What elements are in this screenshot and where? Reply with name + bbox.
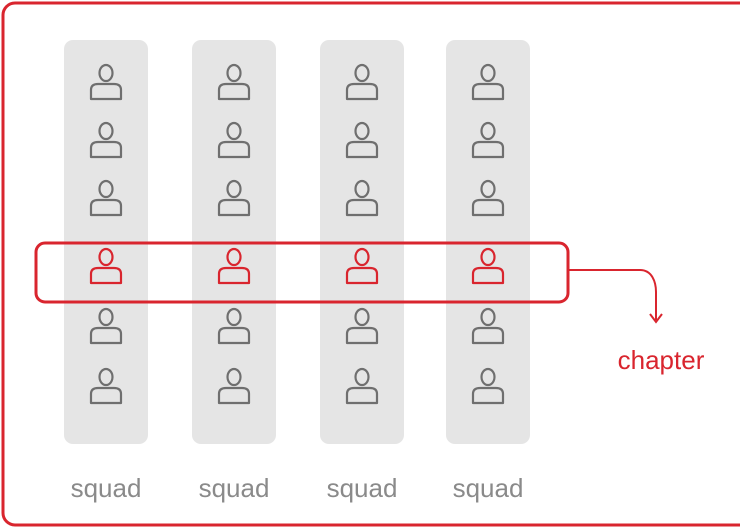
chapter-member-icon	[345, 247, 379, 285]
squad-label: squad	[453, 473, 524, 503]
chapter-member-icon	[89, 247, 123, 285]
person-icon	[345, 179, 379, 217]
person-icon	[345, 63, 379, 101]
person-icon	[89, 121, 123, 159]
person-icon	[89, 367, 123, 405]
squad-label: squad	[199, 473, 270, 503]
person-icon	[471, 307, 505, 345]
person-icon	[471, 367, 505, 405]
person-icon	[345, 307, 379, 345]
person-icon	[217, 367, 251, 405]
person-icon	[471, 179, 505, 217]
chapter-arrow	[568, 269, 657, 320]
person-icon	[471, 121, 505, 159]
person-icon	[89, 307, 123, 345]
person-icon	[217, 179, 251, 217]
person-icon	[89, 179, 123, 217]
person-icon	[89, 63, 123, 101]
person-icon	[471, 63, 505, 101]
person-icon	[345, 121, 379, 159]
squad-label: squad	[71, 473, 142, 503]
chapter-member-icon	[217, 247, 251, 285]
chapter-member-icon	[471, 247, 505, 285]
person-icon	[217, 63, 251, 101]
person-icon	[217, 307, 251, 345]
chapter-label: chapter	[618, 345, 705, 375]
chapter-arrow-head	[649, 313, 663, 324]
squad-label: squad	[327, 473, 398, 503]
chapter-highlight-box	[34, 241, 570, 304]
person-icon	[345, 367, 379, 405]
person-icon	[217, 121, 251, 159]
